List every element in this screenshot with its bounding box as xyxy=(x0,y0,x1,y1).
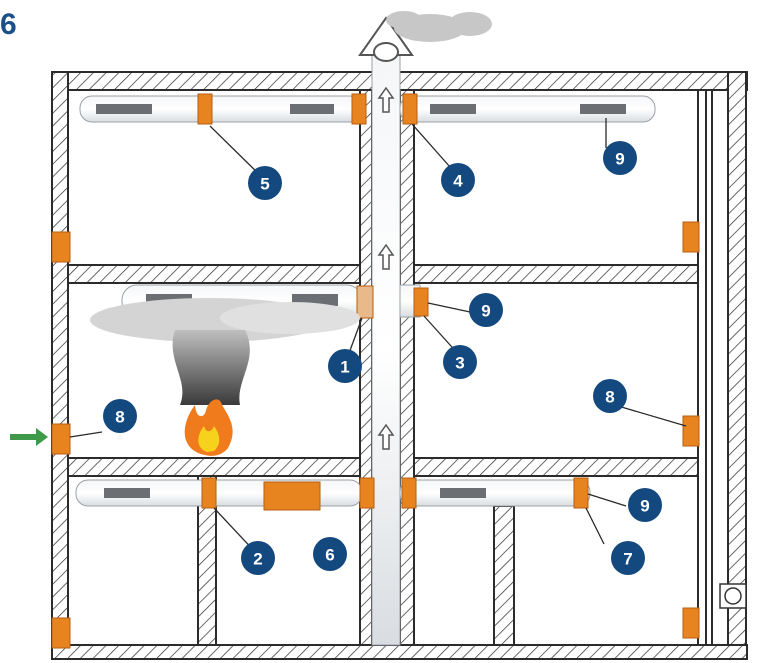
callout-badge-1 xyxy=(328,349,362,383)
vertical-exhaust-shaft xyxy=(358,16,414,646)
callout-number-2: 2 xyxy=(253,550,262,569)
fire-dampers xyxy=(51,93,700,649)
callout-number-4: 4 xyxy=(453,172,463,191)
fan-icon xyxy=(719,583,747,609)
callout-badge-2 xyxy=(241,541,275,575)
callout-number-8: 8 xyxy=(115,408,124,427)
callout-badge-4 xyxy=(441,163,475,197)
callout-badge-7 xyxy=(611,541,645,575)
callout-number-9: 9 xyxy=(640,497,649,516)
callout-badge-9 xyxy=(603,141,637,175)
callout-badge-8 xyxy=(593,379,627,413)
air-inlet-arrow-icon xyxy=(10,428,48,446)
callout-badge-6 xyxy=(313,537,347,571)
callout-badge-8 xyxy=(103,399,137,433)
callout-number-8: 8 xyxy=(605,388,614,407)
callout-number-6: 6 xyxy=(325,546,334,565)
callout-badge-3 xyxy=(443,345,477,379)
corner-label-fragment: 6 xyxy=(0,8,17,41)
callout-number-7: 7 xyxy=(623,550,632,569)
callout-number-9: 9 xyxy=(615,150,624,169)
callout-badge-9 xyxy=(628,488,662,522)
fire-icon xyxy=(184,399,233,456)
callout-leaders xyxy=(69,118,687,556)
callout-badge-5 xyxy=(248,166,282,200)
callout-badges: 1 2 3 4 5 6 7 8 8 9 9 9 xyxy=(103,141,662,575)
fire-smoke xyxy=(90,298,360,405)
smoke-exhaust-cloud xyxy=(386,11,492,42)
callout-number-5: 5 xyxy=(260,175,269,194)
callout-badge-9 xyxy=(469,293,503,327)
callout-number-9: 9 xyxy=(481,302,490,321)
callout-number-3: 3 xyxy=(455,354,464,373)
callout-number-1: 1 xyxy=(340,358,349,377)
